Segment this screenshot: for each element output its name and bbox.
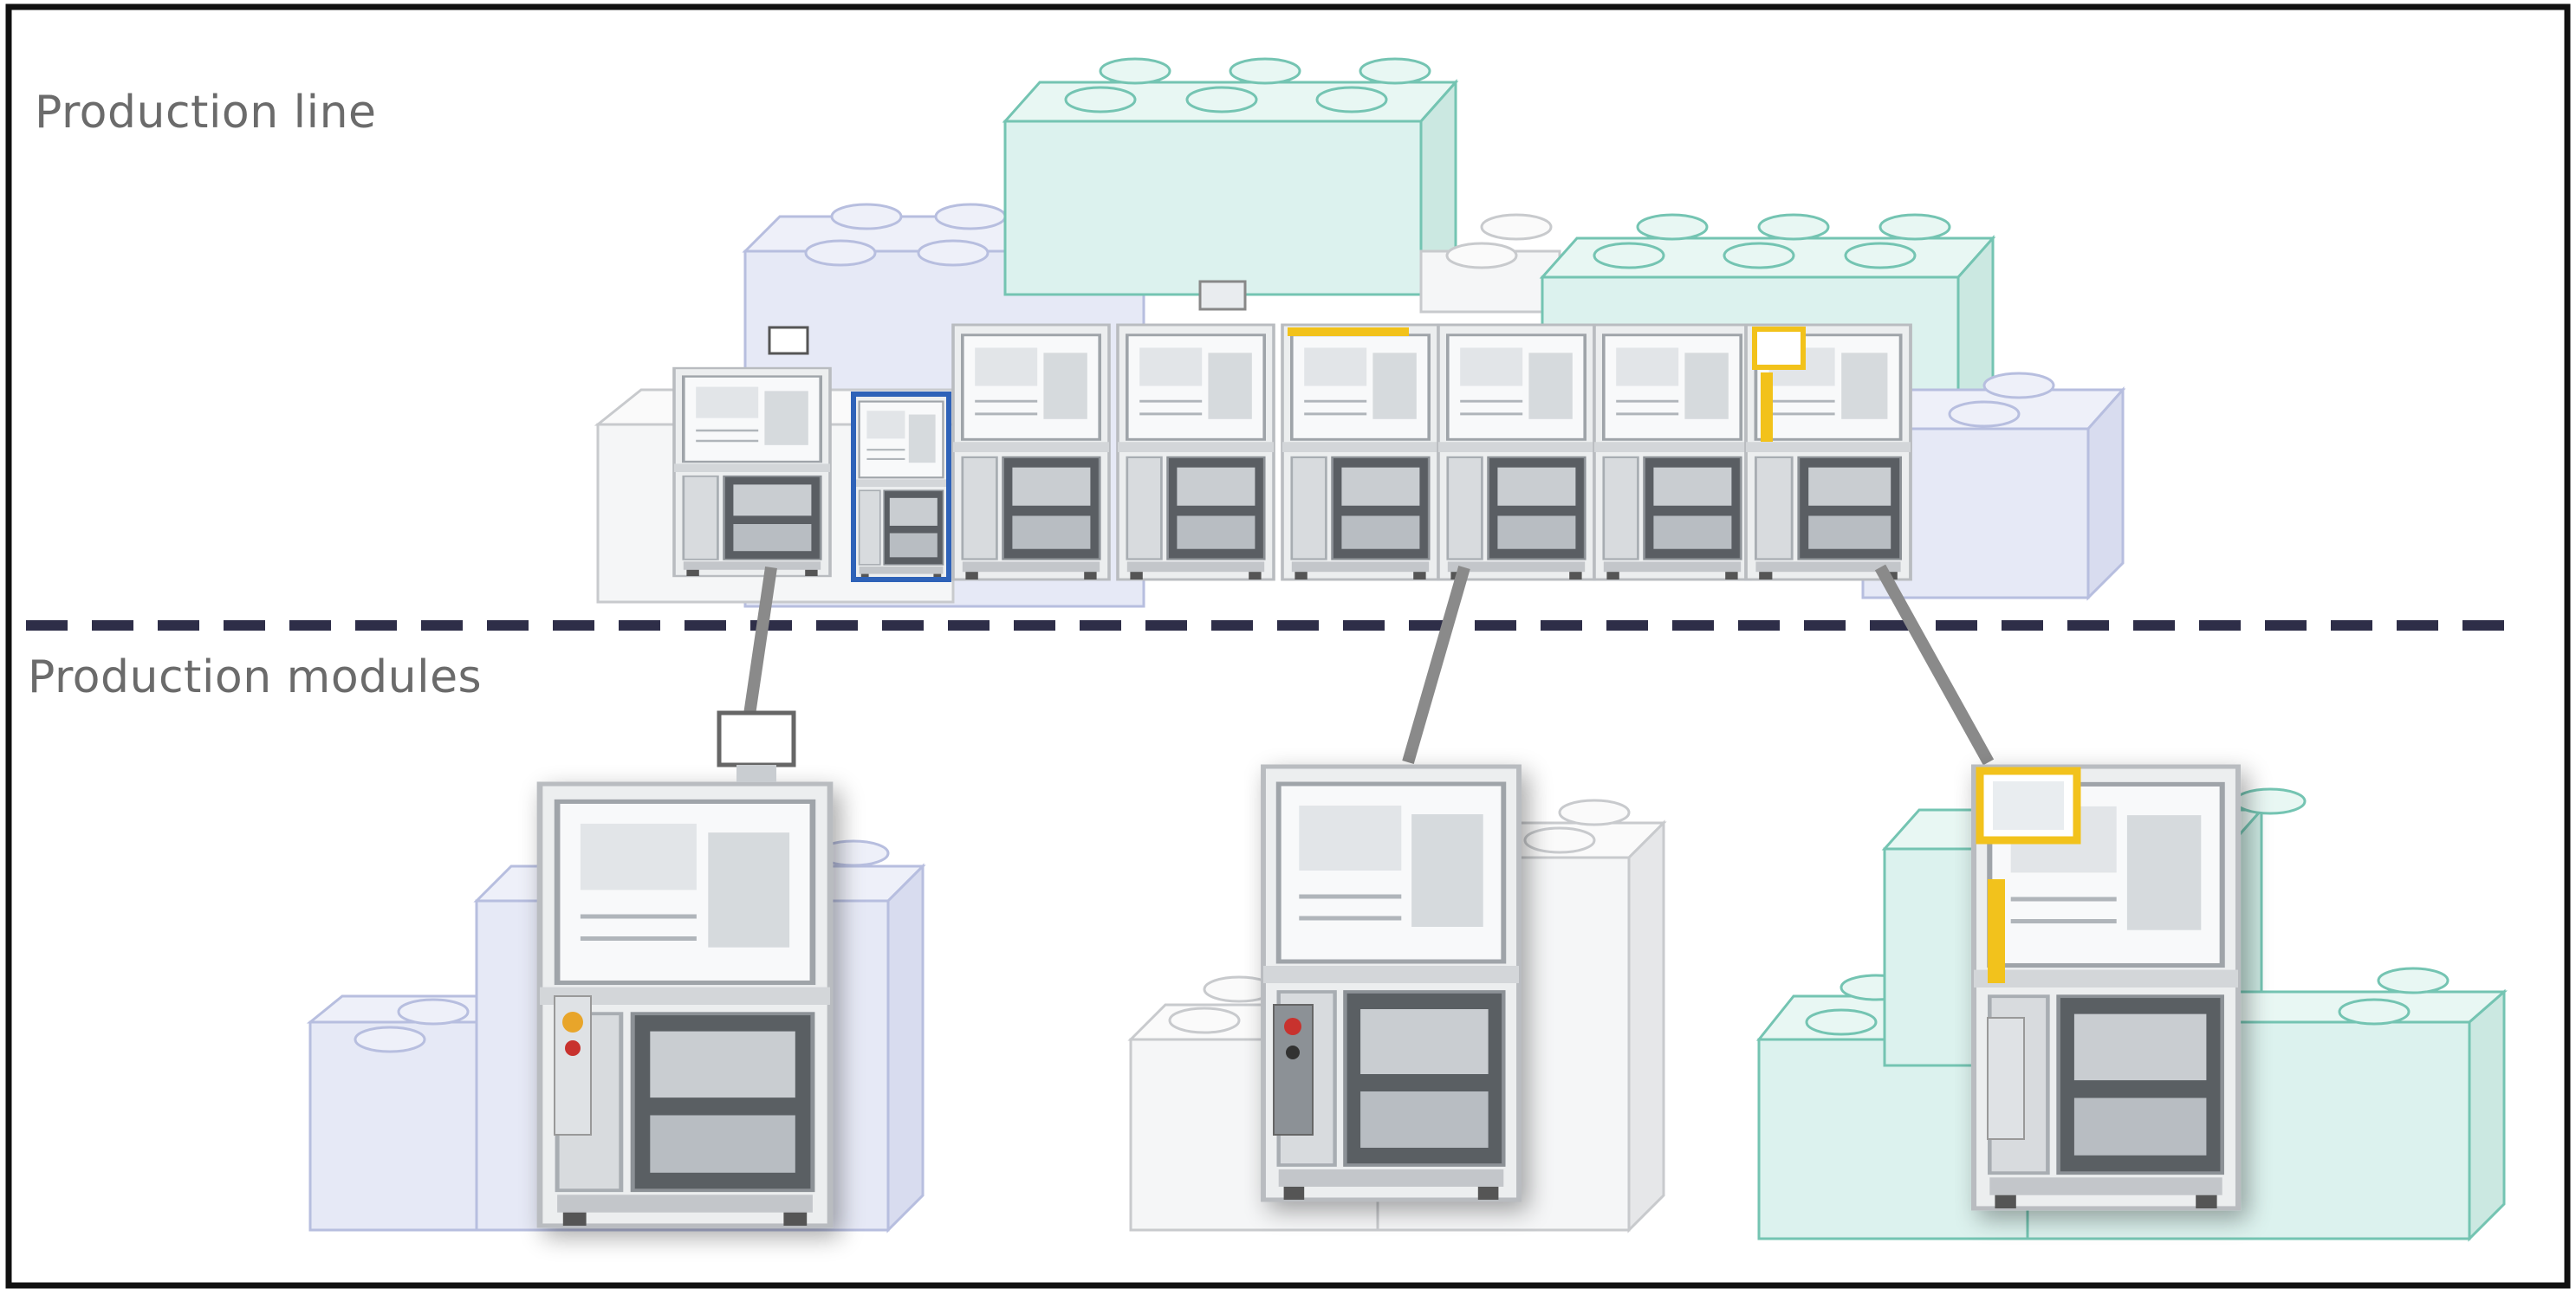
connector-right bbox=[1874, 564, 1995, 766]
module-group-middle bbox=[1127, 767, 1667, 1233]
outer-border bbox=[5, 3, 2571, 1289]
connector-middle bbox=[1402, 566, 1470, 764]
line-machine-5 bbox=[1281, 323, 1440, 581]
production-line-group bbox=[594, 57, 2126, 608]
connector-left bbox=[743, 566, 777, 716]
line-machine-8 bbox=[1744, 323, 1912, 581]
production-line-label: Production line bbox=[35, 87, 377, 139]
line-machine-4 bbox=[1116, 323, 1275, 581]
line-machine-1 bbox=[672, 366, 832, 578]
line-machine-6 bbox=[1437, 323, 1596, 581]
production-line-machines bbox=[672, 280, 1912, 582]
line-machine-7 bbox=[1593, 323, 1752, 581]
module-machine-right bbox=[1974, 767, 2238, 1208]
lego-block-white-mid bbox=[1419, 213, 1561, 314]
module-machine-left bbox=[540, 784, 830, 1226]
line-machine-3 bbox=[951, 323, 1111, 581]
hmi-screen-left bbox=[717, 710, 796, 767]
module-group-right bbox=[1755, 767, 2508, 1242]
line-machine-2 bbox=[851, 392, 951, 582]
module-machine-middle bbox=[1263, 767, 1519, 1200]
module-group-left bbox=[306, 710, 926, 1233]
lego-block-teal-top bbox=[1002, 57, 1459, 298]
production-modules-label: Production modules bbox=[28, 651, 483, 703]
lego-block-lavender-right bbox=[1859, 372, 2126, 601]
